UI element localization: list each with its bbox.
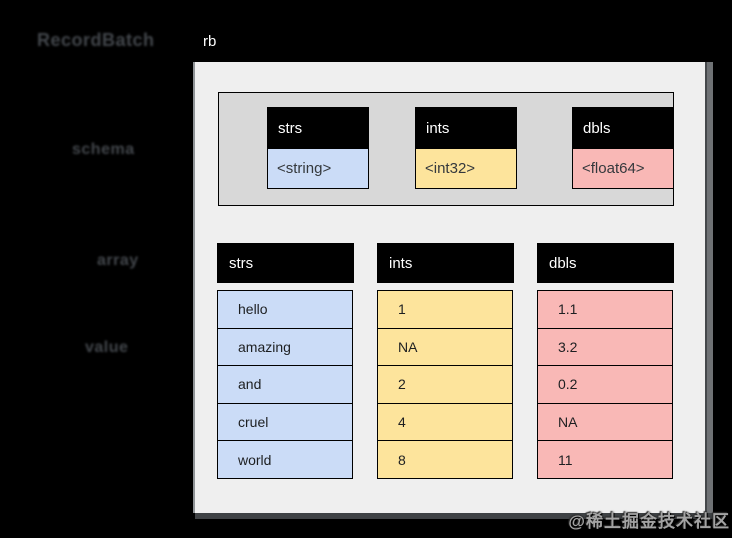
cell-dbls-2: 0.2 — [537, 365, 673, 404]
schema-label: schema — [72, 141, 135, 158]
cell-dbls-1: 3.2 — [537, 327, 673, 367]
cell-dbls-4: 11 — [537, 440, 673, 479]
cell-strs-3: cruel — [217, 402, 353, 442]
record-batch-name-label: rb — [203, 33, 217, 50]
array-label: array — [97, 252, 139, 269]
cell-ints-3: 4 — [377, 402, 513, 442]
column-header-ints: ints — [377, 243, 514, 283]
schema-box: strs <string> ints <int32> dbls <float64… — [218, 92, 674, 206]
column-header-strs: strs — [217, 243, 354, 283]
schema-arrow-shaft — [148, 149, 211, 151]
schema-field-strs-type: <string> — [268, 149, 368, 188]
schema-field-dbls-name: dbls — [573, 108, 673, 149]
cell-strs-1: amazing — [217, 327, 353, 367]
value-arrow-shaft — [148, 346, 219, 348]
schema-field-ints-type: <int32> — [416, 149, 516, 188]
cell-ints-0: 1 — [377, 290, 513, 329]
record-batch-card: strs <string> ints <int32> dbls <float64… — [193, 62, 705, 513]
record-batch-title-label: RecordBatch — [37, 30, 155, 50]
column-ints: 1 NA 2 4 8 — [377, 290, 513, 479]
schema-field-dbls: dbls <float64> — [572, 107, 674, 189]
schema-field-ints-name: ints — [416, 108, 516, 149]
cell-strs-0: hello — [217, 290, 353, 329]
watermark: @稀土掘金技术社区 — [568, 512, 730, 531]
cell-dbls-0: 1.1 — [537, 290, 673, 329]
schema-field-dbls-type: <float64> — [573, 149, 673, 188]
cell-ints-2: 2 — [377, 365, 513, 404]
array-arrow-shaft — [148, 262, 211, 264]
column-dbls: 1.1 3.2 0.2 NA 11 — [537, 290, 673, 479]
cell-dbls-3: NA — [537, 402, 673, 442]
cell-strs-4: world — [217, 440, 353, 479]
cell-ints-1: NA — [377, 327, 513, 367]
schema-field-ints: ints <int32> — [415, 107, 517, 189]
vertical-scrollbar[interactable] — [705, 62, 713, 513]
value-label: value — [85, 339, 129, 356]
column-header-dbls: dbls — [537, 243, 674, 283]
card-bottom-shadow — [195, 513, 713, 519]
cell-strs-2: and — [217, 365, 353, 404]
column-strs: hello amazing and cruel world — [217, 290, 353, 479]
schema-field-strs-name: strs — [268, 108, 368, 149]
cell-ints-4: 8 — [377, 440, 513, 479]
schema-field-strs: strs <string> — [267, 107, 369, 189]
